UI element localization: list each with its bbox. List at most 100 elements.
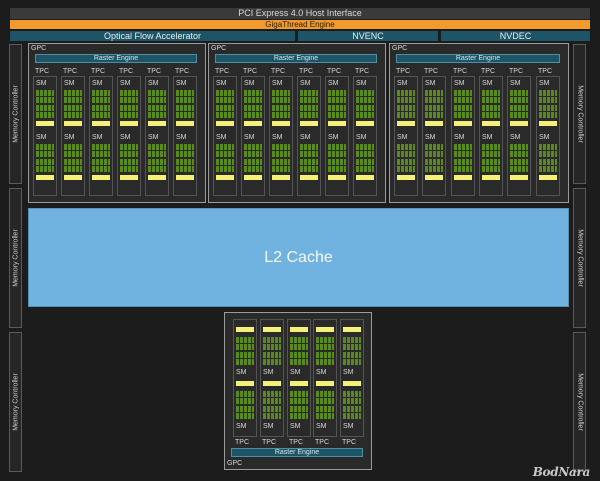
rt-core-block bbox=[482, 175, 500, 180]
sm-label: SM bbox=[539, 80, 550, 87]
rt-core-block bbox=[356, 121, 374, 126]
cuda-core-block bbox=[36, 144, 54, 157]
l2-cache: L2 Cache bbox=[28, 208, 569, 307]
rt-core-block bbox=[272, 121, 290, 126]
rt-core-block bbox=[176, 121, 194, 126]
cuda-core-block bbox=[244, 144, 262, 157]
sm-label: SM bbox=[148, 134, 159, 141]
cuda-core-block bbox=[120, 105, 138, 118]
cuda-core-block bbox=[148, 90, 166, 103]
tpc-block bbox=[61, 76, 85, 196]
cuda-core-block bbox=[92, 159, 110, 172]
sm-label: SM bbox=[120, 134, 131, 141]
tpc-label: TPC bbox=[538, 68, 552, 75]
tpc-block bbox=[394, 76, 418, 196]
tpc-block bbox=[33, 76, 57, 196]
rt-core-block bbox=[36, 175, 54, 180]
cuda-core-block bbox=[120, 159, 138, 172]
memory-controller-left-top: Memory Controller bbox=[9, 44, 22, 184]
cuda-core-block bbox=[539, 105, 557, 118]
memory-controller-right-middle: Memory Controller bbox=[573, 188, 586, 328]
rt-core-block bbox=[64, 175, 82, 180]
sm-label: SM bbox=[539, 134, 550, 141]
cuda-core-block bbox=[300, 159, 318, 172]
cuda-core-block bbox=[482, 144, 500, 157]
cuda-core-block bbox=[300, 90, 318, 103]
rt-core-block bbox=[290, 327, 308, 332]
cuda-core-block bbox=[92, 144, 110, 157]
cuda-core-block bbox=[290, 337, 308, 350]
cuda-core-block bbox=[328, 144, 346, 157]
cuda-core-block bbox=[510, 90, 528, 103]
sm-label: SM bbox=[343, 423, 354, 430]
sm-label: SM bbox=[36, 134, 47, 141]
tpc-block bbox=[233, 319, 257, 437]
cuda-core-block bbox=[120, 90, 138, 103]
cuda-core-block bbox=[425, 144, 443, 157]
watermark-logo: BodNara bbox=[532, 465, 591, 479]
sm-label: SM bbox=[343, 369, 354, 376]
rt-core-block bbox=[216, 121, 234, 126]
cuda-core-block bbox=[300, 144, 318, 157]
tpc-label: TPC bbox=[424, 68, 438, 75]
tpc-block bbox=[89, 76, 113, 196]
cuda-core-block bbox=[343, 391, 361, 404]
sm-label: SM bbox=[290, 423, 301, 430]
cuda-core-block bbox=[397, 105, 415, 118]
tpc-label: TPC bbox=[175, 68, 189, 75]
cuda-core-block bbox=[176, 144, 194, 157]
cuda-core-block bbox=[425, 90, 443, 103]
rt-core-block bbox=[244, 175, 262, 180]
gigathread-engine: GigaThread Engine bbox=[10, 20, 590, 29]
cuda-core-block bbox=[244, 90, 262, 103]
sm-label: SM bbox=[236, 369, 247, 376]
sm-label: SM bbox=[272, 80, 283, 87]
rt-core-block bbox=[343, 327, 361, 332]
cuda-core-block bbox=[290, 406, 308, 419]
cuda-core-block bbox=[263, 406, 281, 419]
cuda-core-block bbox=[482, 105, 500, 118]
cuda-core-block bbox=[176, 90, 194, 103]
sm-label: SM bbox=[316, 369, 327, 376]
rt-core-block bbox=[328, 121, 346, 126]
rt-core-block bbox=[539, 175, 557, 180]
nvdec-block: NVDEC bbox=[441, 31, 590, 41]
gpc-label: GPC bbox=[31, 45, 47, 52]
cuda-core-block bbox=[425, 105, 443, 118]
sm-label: SM bbox=[244, 80, 255, 87]
tpc-block bbox=[241, 76, 265, 196]
cuda-core-block bbox=[328, 105, 346, 118]
cuda-core-block bbox=[328, 159, 346, 172]
sm-label: SM bbox=[356, 80, 367, 87]
rt-core-block bbox=[510, 121, 528, 126]
memory-controller-right-bottom: Memory Controller bbox=[573, 332, 586, 472]
memory-controller-label: Memory Controller bbox=[576, 85, 583, 143]
sm-label: SM bbox=[120, 80, 131, 87]
tpc-label: TPC bbox=[327, 68, 341, 75]
rt-core-block bbox=[328, 175, 346, 180]
rt-core-block bbox=[236, 381, 254, 386]
tpc-block bbox=[507, 76, 531, 196]
sm-label: SM bbox=[64, 80, 75, 87]
rt-core-block bbox=[263, 327, 281, 332]
tpc-block bbox=[479, 76, 503, 196]
tpc-label: TPC bbox=[63, 68, 77, 75]
sm-label: SM bbox=[510, 80, 521, 87]
cuda-core-block bbox=[482, 90, 500, 103]
sm-label: SM bbox=[425, 80, 436, 87]
cuda-core-block bbox=[328, 90, 346, 103]
rt-core-block bbox=[539, 121, 557, 126]
tpc-label: TPC bbox=[119, 68, 133, 75]
tpc-block bbox=[325, 76, 349, 196]
cuda-core-block bbox=[244, 159, 262, 172]
cuda-core-block bbox=[343, 406, 361, 419]
cuda-core-block bbox=[64, 90, 82, 103]
rt-core-block bbox=[300, 121, 318, 126]
gpc-label: GPC bbox=[211, 45, 227, 52]
raster-engine: Raster Engine bbox=[396, 54, 560, 63]
rt-core-block bbox=[425, 175, 443, 180]
rt-core-block bbox=[300, 175, 318, 180]
tpc-block bbox=[260, 319, 284, 437]
raster-engine: Raster Engine bbox=[231, 448, 363, 457]
